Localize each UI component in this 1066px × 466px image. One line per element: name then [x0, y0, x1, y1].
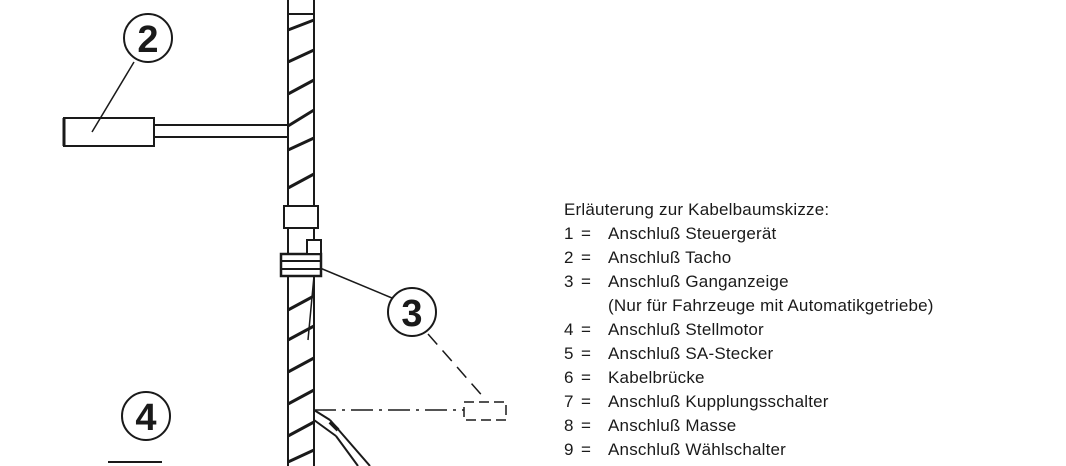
legend-item: 1 = Anschluß Steuergerät: [564, 224, 777, 243]
legend-title: Erläuterung zur Kabelbaumskizze:: [564, 200, 830, 219]
legend: Erläuterung zur Kabelbaumskizze: 1 = Ans…: [564, 198, 934, 462]
legend-item: 2 = Anschluß Tacho: [564, 248, 732, 267]
callout-3: 3: [387, 287, 437, 337]
tacho-branch: [62, 117, 288, 147]
main-harness: [279, 0, 323, 466]
callout-leaders: [91, 61, 487, 401]
lower-branch: [313, 409, 371, 466]
legend-item: 5 = Anschluß SA-Stecker: [564, 344, 774, 363]
legend-item: 6 = Kabelbrücke: [564, 368, 705, 387]
legend-item: 9 = Anschluß Wählschalter: [564, 440, 787, 459]
legend-item: 7 = Anschluß Kupplungsschalter: [564, 392, 829, 411]
svg-text:3: 3: [401, 293, 422, 335]
optional-connector: [314, 401, 507, 421]
legend-item: 3 = Anschluß Ganganzeige: [564, 272, 789, 291]
callout-2: 2: [123, 13, 173, 63]
legend-item-note: (Nur für Fahrzeuge mit Automatikgetriebe…: [608, 296, 934, 315]
legend-item: 4 = Anschluß Stellmotor: [564, 320, 764, 339]
callout-4: 4: [121, 391, 171, 441]
svg-text:2: 2: [137, 19, 158, 61]
legend-item: 8 = Anschluß Masse: [564, 416, 737, 435]
svg-text:4: 4: [135, 397, 156, 439]
